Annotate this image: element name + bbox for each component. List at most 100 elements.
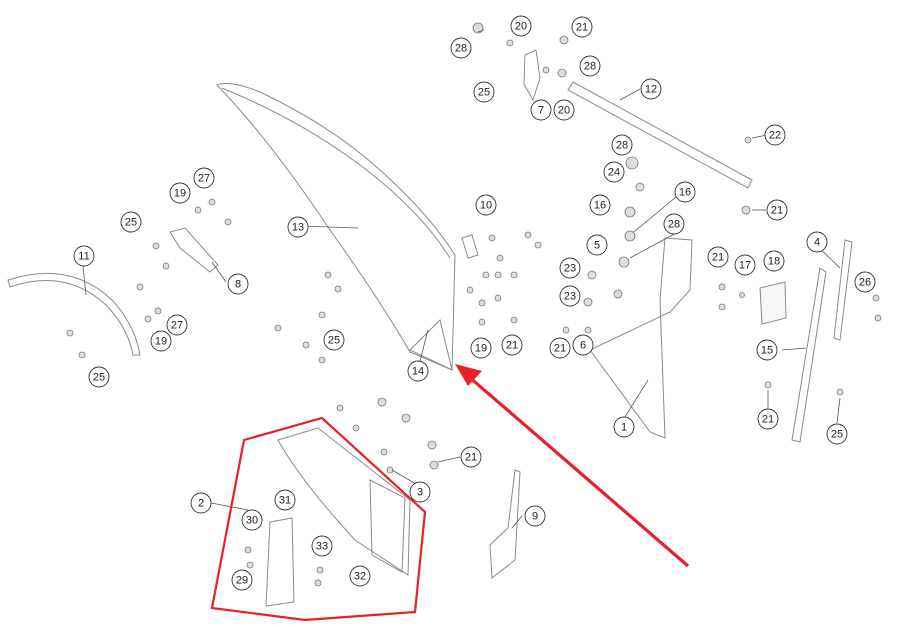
callout-label: 25 bbox=[328, 335, 340, 347]
callout-21: 21 bbox=[460, 446, 482, 468]
nut-part bbox=[334, 285, 342, 293]
callout-31: 31 bbox=[274, 489, 296, 511]
bolt-part bbox=[274, 324, 282, 332]
callout-label: 22 bbox=[769, 130, 781, 142]
callout-label: 28 bbox=[616, 140, 628, 152]
nut-part bbox=[427, 440, 437, 450]
callout-label: 3 bbox=[417, 487, 423, 499]
bolt-part bbox=[510, 316, 518, 324]
callout-label: 21 bbox=[762, 414, 774, 426]
callout-circle bbox=[349, 565, 371, 587]
part-32-plate bbox=[369, 479, 406, 573]
callout-21: 21 bbox=[707, 246, 729, 268]
part-18-block bbox=[759, 281, 787, 325]
callout-circle bbox=[756, 339, 778, 361]
nut-part bbox=[524, 231, 532, 239]
nut-part bbox=[324, 271, 332, 279]
bolt-part bbox=[836, 388, 844, 396]
bolt-part bbox=[562, 326, 570, 334]
callout-25: 25 bbox=[323, 329, 345, 351]
bolt-part bbox=[246, 561, 254, 569]
callout-circle bbox=[559, 285, 581, 307]
nut-part bbox=[510, 271, 518, 279]
callout-3: 3 bbox=[409, 481, 431, 503]
callout-18: 18 bbox=[763, 250, 785, 272]
callout-16: 16 bbox=[589, 194, 611, 216]
nut-part bbox=[482, 271, 490, 279]
callout-circle bbox=[460, 446, 482, 468]
callout-22: 22 bbox=[764, 124, 786, 146]
callout-circle bbox=[764, 124, 786, 146]
nut-part bbox=[314, 579, 322, 587]
callout-circle bbox=[241, 509, 263, 531]
callout-32: 32 bbox=[349, 565, 371, 587]
callout-30: 30 bbox=[241, 509, 263, 531]
callout-circle bbox=[407, 360, 429, 382]
nut-part bbox=[559, 35, 569, 45]
callout-label: 5 bbox=[594, 240, 600, 252]
nut-part bbox=[718, 303, 726, 311]
callout-19: 19 bbox=[470, 337, 492, 359]
callout-label: 29 bbox=[236, 575, 248, 587]
spring-part bbox=[624, 230, 636, 242]
nut-part bbox=[472, 22, 484, 34]
nut-part bbox=[613, 289, 623, 299]
callout-28: 28 bbox=[579, 55, 601, 77]
nut-part bbox=[316, 566, 324, 574]
leader-lines bbox=[82, 29, 841, 529]
bolt-part bbox=[244, 546, 252, 554]
callout-label: 30 bbox=[246, 515, 258, 527]
bolt-part bbox=[224, 218, 232, 226]
callout-circle bbox=[190, 492, 212, 514]
callout-24: 24 bbox=[603, 161, 625, 183]
callout-circle bbox=[510, 15, 532, 37]
bolt-part bbox=[744, 136, 752, 144]
callout-label: 18 bbox=[768, 256, 780, 268]
highlight-arrow-head bbox=[455, 364, 482, 386]
callout-13: 13 bbox=[287, 216, 309, 238]
callout-label: 13 bbox=[292, 222, 304, 234]
callout-label: 16 bbox=[679, 187, 691, 199]
callout-circle bbox=[231, 569, 253, 591]
callout-8: 8 bbox=[227, 273, 249, 295]
nut-part bbox=[429, 460, 439, 470]
callout-11: 11 bbox=[73, 245, 95, 267]
callout-circle bbox=[311, 535, 333, 557]
callout-label: 21 bbox=[465, 452, 477, 464]
bolt-part bbox=[318, 356, 326, 364]
bolt-part bbox=[78, 351, 86, 359]
callout-label: 21 bbox=[554, 343, 566, 355]
callout-12: 12 bbox=[640, 78, 662, 100]
nut-part bbox=[478, 299, 486, 307]
bolt-part bbox=[318, 311, 326, 319]
callout-4: 4 bbox=[806, 231, 828, 253]
bolt-part bbox=[66, 329, 74, 337]
highlight-box bbox=[210, 416, 427, 622]
part-1-gusset bbox=[589, 237, 693, 439]
callout-23: 23 bbox=[559, 257, 581, 279]
washer-part bbox=[194, 206, 202, 214]
callout-label: 24 bbox=[608, 167, 620, 179]
callout-7: 7 bbox=[530, 99, 552, 121]
callout-21: 21 bbox=[571, 16, 593, 38]
callout-16: 16 bbox=[674, 181, 696, 203]
bolt-part bbox=[478, 318, 486, 326]
bolt-part bbox=[336, 404, 344, 412]
callout-circle bbox=[166, 314, 188, 336]
callout-25: 25 bbox=[473, 81, 495, 103]
callout-label: 21 bbox=[712, 252, 724, 264]
part-7-bracket bbox=[523, 49, 541, 102]
callout-circle bbox=[640, 78, 662, 100]
callout-33: 33 bbox=[311, 535, 333, 557]
callout-1: 1 bbox=[613, 416, 635, 438]
callout-label: 25 bbox=[125, 217, 137, 229]
callout-28: 28 bbox=[611, 134, 633, 156]
callout-25: 25 bbox=[88, 366, 110, 388]
nut-part bbox=[718, 283, 726, 291]
callout-circle bbox=[553, 99, 575, 121]
callout-label: 7 bbox=[538, 105, 544, 117]
callout-label: 9 bbox=[532, 511, 538, 523]
part-15-strip bbox=[791, 267, 827, 443]
callout-circle bbox=[734, 254, 756, 276]
